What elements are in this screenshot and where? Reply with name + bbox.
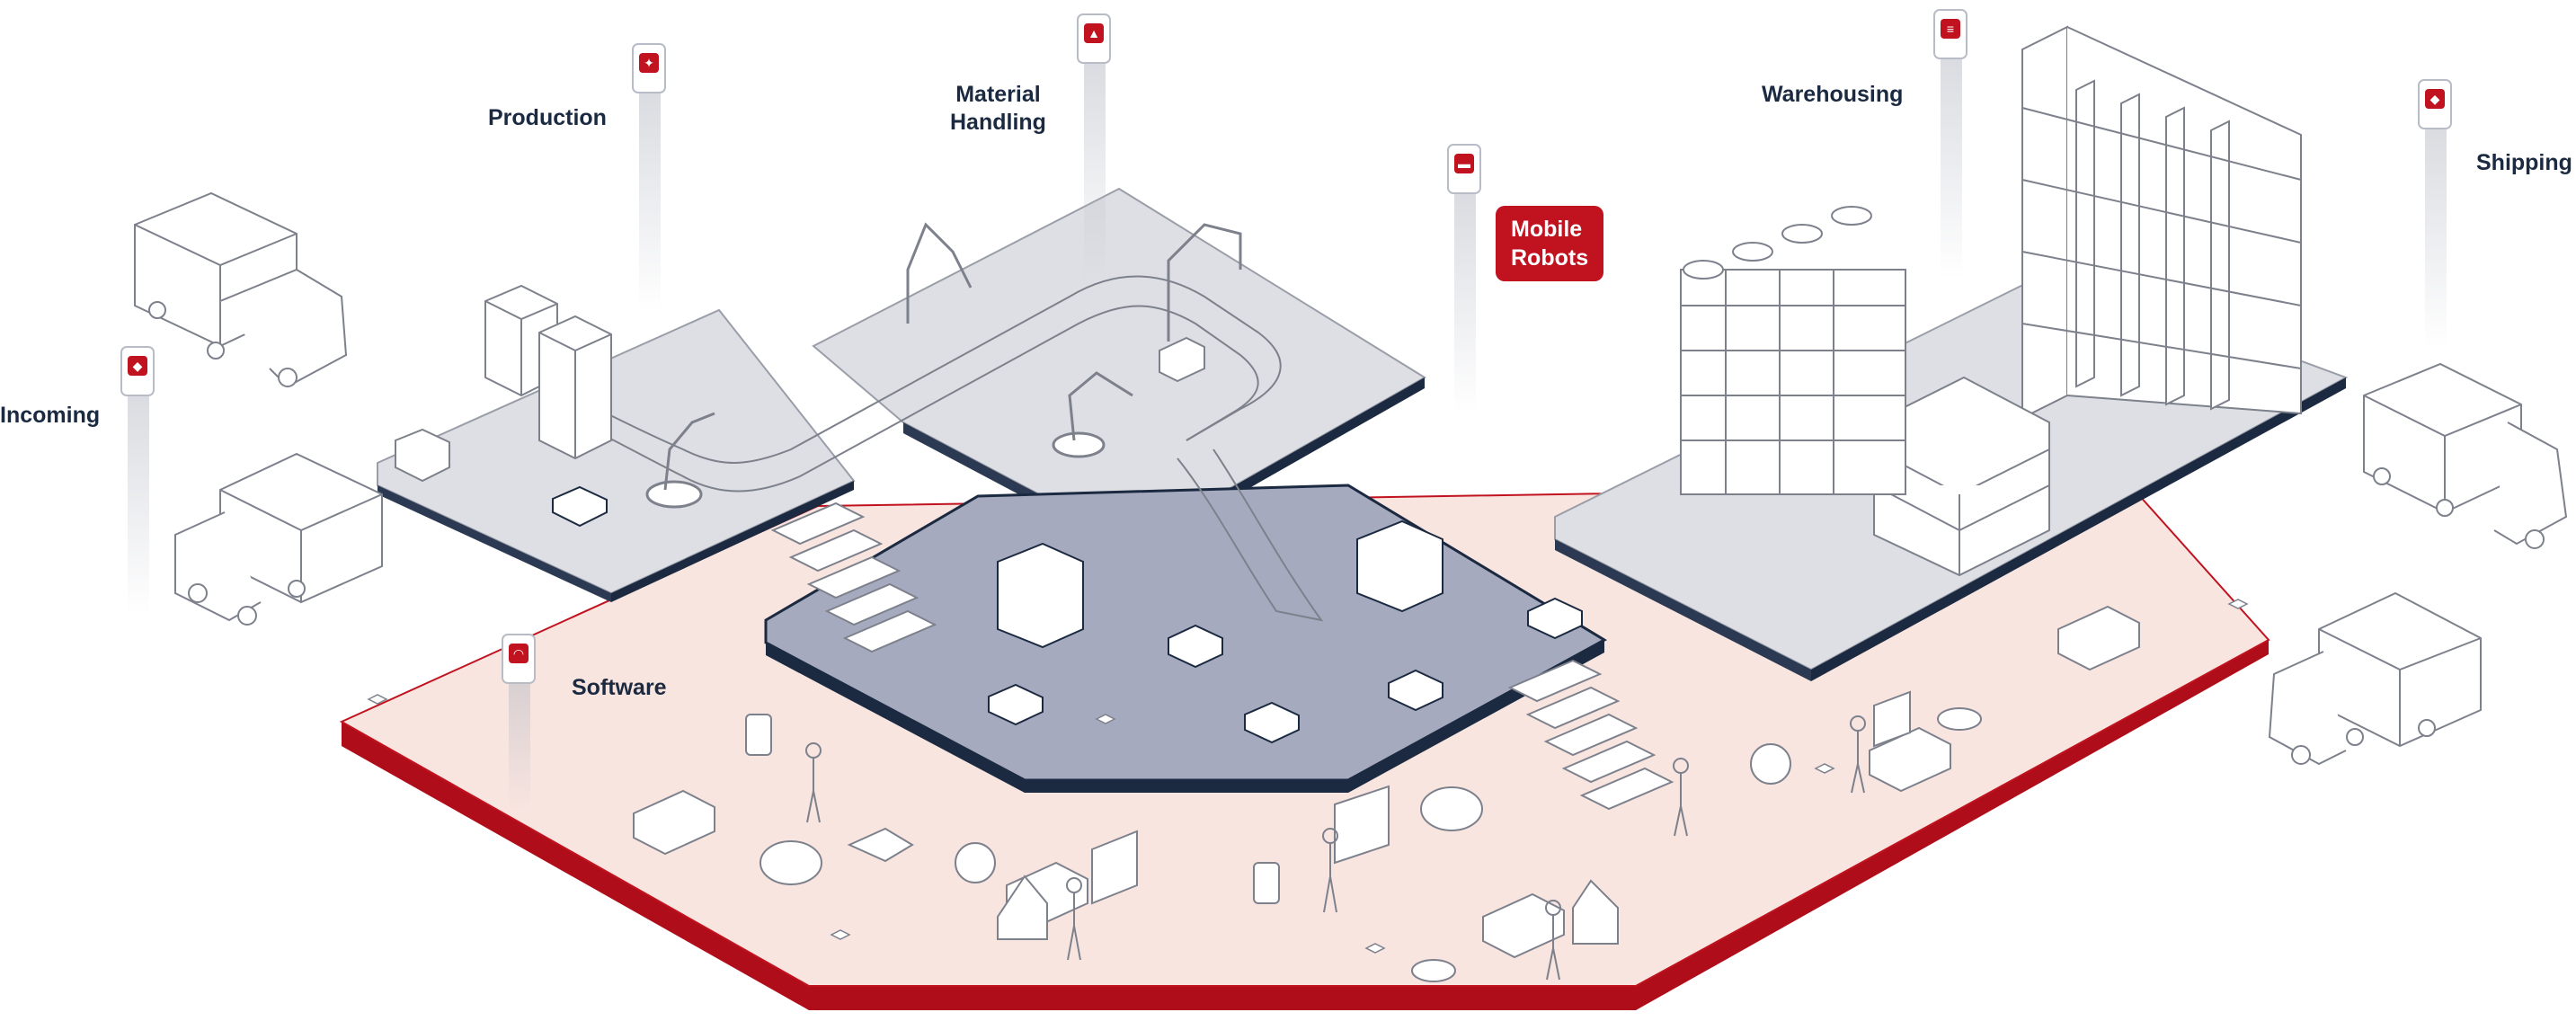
production-badge[interactable]: ✦ (632, 43, 666, 93)
mobile-robots-pin-bar (1454, 171, 1476, 413)
conveyor-line (529, 275, 1324, 622)
robot-arm-icon: ✦ (639, 53, 659, 73)
software-badge[interactable]: ◠ (502, 634, 536, 684)
incoming-badge[interactable]: ◆ (120, 346, 155, 396)
robot-arms (645, 222, 1242, 509)
warehousing-pin: ≡ (1933, 9, 1969, 279)
silo-storage (1680, 206, 1906, 495)
agv-icon: ▬ (1454, 154, 1474, 173)
shipping-pin: ◆ (2418, 79, 2454, 349)
wifi-icon: ◠ (509, 644, 529, 663)
person-box-icon: ▲ (1084, 23, 1104, 43)
shipping-label[interactable]: Shipping (2476, 150, 2572, 175)
truck-shipping-bottom (2268, 591, 2482, 766)
incoming-pin: ◆ (120, 346, 156, 616)
warehousing-pin-bar (1941, 36, 1962, 279)
truck-incoming-bottom (174, 452, 383, 626)
production-pin: ✦ (632, 43, 668, 313)
shield-icon: ◆ (2425, 89, 2445, 109)
mobile-robots-label[interactable]: Mobile Robots (1496, 206, 1604, 281)
software-pin-bar (509, 661, 530, 813)
warehousing-badge[interactable]: ≡ (1933, 9, 1968, 59)
rack-icon: ≡ (1941, 19, 1960, 39)
mobile-robot-units (552, 485, 1583, 744)
mobile-robots-badge[interactable]: ▬ (1447, 144, 1481, 194)
software-pin: ◠ (502, 634, 537, 813)
shipping-pin-bar (2425, 106, 2447, 349)
material-handling-pin: ▲ (1077, 13, 1113, 283)
material-handling-badge[interactable]: ▲ (1077, 13, 1111, 64)
stair-shelves-right (1507, 659, 1674, 811)
mobile-robots-pin: ▬ (1447, 144, 1483, 413)
production-machine-stations (395, 284, 612, 483)
software-label[interactable]: Software (572, 675, 667, 700)
software-workstations (633, 605, 2140, 982)
shield-icon: ◆ (128, 356, 147, 376)
stair-shelves-left (770, 502, 937, 653)
truck-incoming-top (134, 191, 348, 388)
incoming-pin-bar (128, 373, 149, 616)
warehouse-racks (1873, 25, 2302, 577)
production-zone (377, 308, 856, 602)
shipping-badge[interactable]: ◆ (2418, 79, 2452, 129)
production-pin-bar (639, 70, 661, 313)
truck-shipping-top (2363, 362, 2568, 549)
software-people (805, 715, 1866, 981)
production-label[interactable]: Production (488, 105, 607, 130)
material-handling-pin-bar (1084, 40, 1106, 283)
material-handling-label[interactable]: Material Handling (950, 82, 1046, 135)
incoming-label[interactable]: Incoming (0, 403, 101, 428)
floor-markers (367, 599, 2249, 954)
warehousing-label[interactable]: Warehousing (1762, 82, 1904, 107)
